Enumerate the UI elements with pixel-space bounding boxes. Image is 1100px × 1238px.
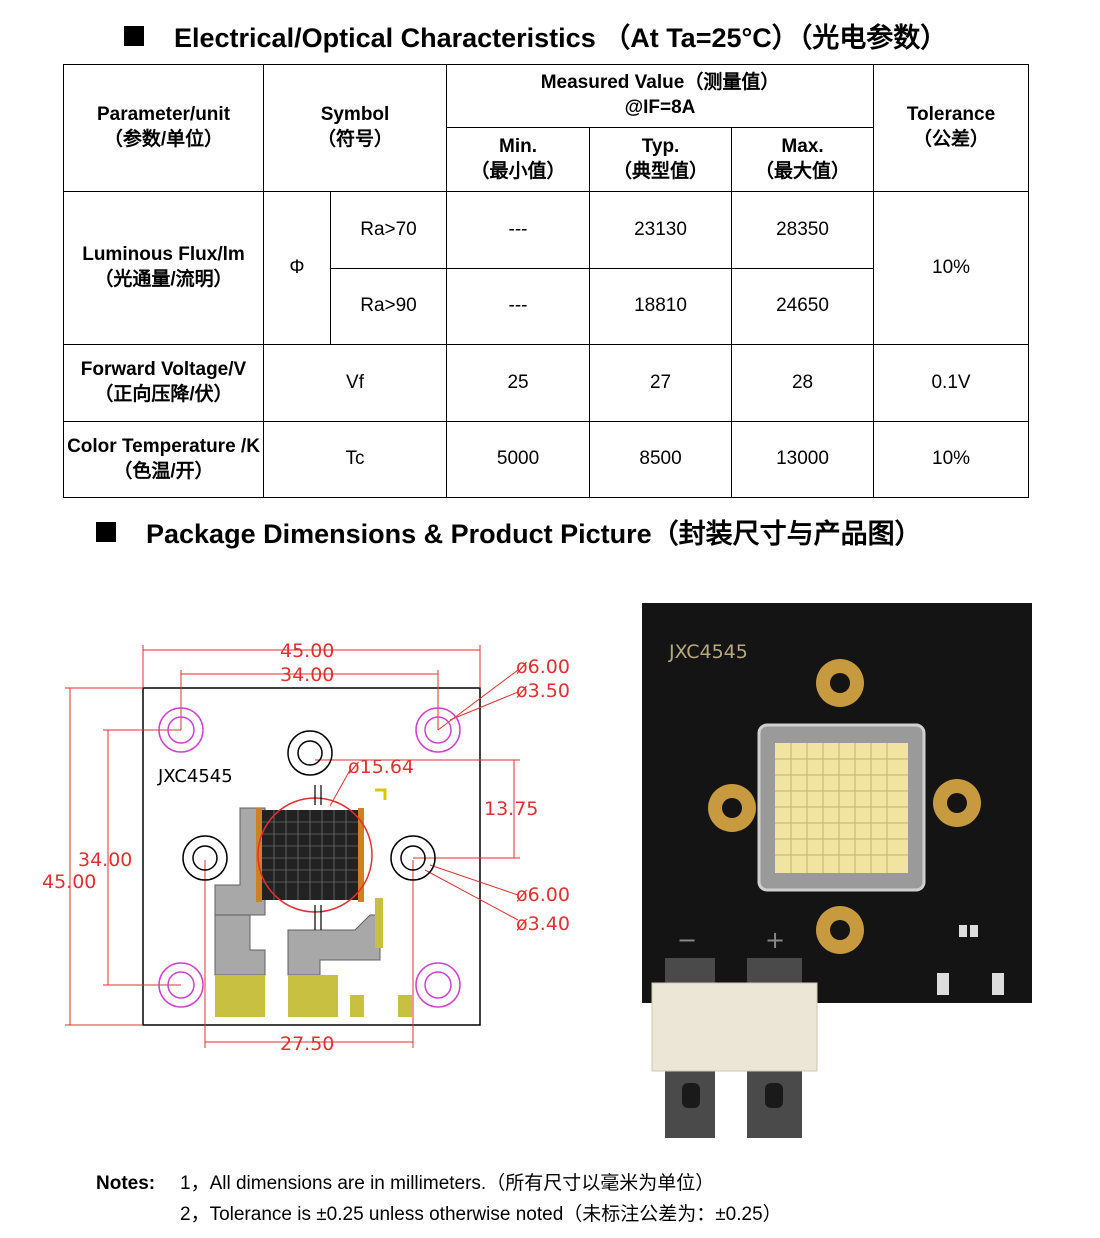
notes-label: Notes:	[96, 1173, 156, 1194]
temp-typ: 8500	[589, 421, 733, 498]
header-min: Min.（最小值）	[446, 127, 591, 192]
led-emitter	[775, 743, 908, 873]
header-measured-value: Measured Value（测量值）@IF=8A	[446, 64, 875, 128]
notes: Notes: 1，All dimensions are in millimeter…	[96, 1168, 782, 1230]
polarity-plus: +	[765, 926, 785, 954]
header-symbol: Symbol（符号）	[262, 64, 448, 192]
voltage-min: 25	[446, 344, 591, 422]
dim-height-outer: 45.00	[42, 871, 96, 893]
dim-offset: 13.75	[484, 798, 538, 820]
pad-ntc-2	[398, 995, 412, 1017]
voltage-typ: 27	[589, 344, 733, 422]
flux-ra70-typ: 23130	[589, 191, 733, 269]
mounting-holes	[158, 707, 461, 1008]
row-forward-voltage-label: Forward Voltage/V（正向压降/伏）	[63, 344, 264, 422]
temp-tolerance: 10%	[873, 421, 1030, 498]
polarity-minus: −	[677, 926, 697, 954]
flux-cond-ra90: Ra>90	[329, 268, 448, 345]
photo-model-label: JXC4545	[668, 641, 748, 663]
dim-width-holes: 34.00	[280, 664, 334, 686]
bond-wire-right	[358, 808, 364, 902]
pad-positive	[288, 975, 338, 1017]
section-heading-package: Package Dimensions & Product Picture（封装尺…	[96, 512, 922, 551]
pad-ntc-1	[350, 995, 364, 1017]
voltage-symbol: Vf	[262, 344, 448, 422]
header-typ: Typ.（典型值）	[589, 127, 733, 192]
bullet-square-icon	[96, 522, 116, 542]
chip-grid	[262, 810, 358, 900]
row-color-temperature-label: Color Temperature /K（色温/开）	[63, 421, 264, 498]
note-2: 2，Tolerance is ±0.25 unless otherwise no…	[180, 1204, 782, 1225]
dim-hole-side-inner: ø3.40	[516, 913, 570, 935]
flux-tolerance: 10%	[873, 191, 1030, 345]
flux-ra90-min: ---	[446, 268, 591, 345]
dim-lens-diameter: ø15.64	[348, 756, 414, 778]
flux-ra70-max: 28350	[731, 191, 875, 269]
connector-housing	[651, 982, 818, 1072]
dim-width-outer: 45.00	[280, 640, 334, 662]
temp-max: 13000	[731, 421, 875, 498]
header-max: Max.（最大值）	[731, 127, 875, 192]
bond-wire-left	[256, 808, 262, 902]
pad-negative	[215, 975, 265, 1017]
note-1: 1，All dimensions are in millimeters.（所有尺…	[180, 1173, 715, 1194]
header-parameter: Parameter/unit（参数/单位）	[63, 64, 264, 192]
dim-hole-top-inner: ø3.50	[516, 680, 570, 702]
flux-ra90-max: 24650	[731, 268, 875, 345]
package-dimension-drawing: JXC4545 45.00 34.00 45.00 34.00 27.50 13…	[42, 640, 570, 1055]
flux-symbol: Φ	[263, 191, 331, 345]
dim-height-holes: 34.00	[78, 849, 132, 871]
flux-cond-ra70: Ra>70	[329, 191, 448, 269]
drawing-model-label: JXC4545	[157, 766, 233, 787]
row-luminous-flux-label: Luminous Flux/lm（光通量/流明）	[63, 191, 264, 345]
voltage-tolerance: 0.1V	[873, 344, 1030, 422]
dim-bottom: 27.50	[280, 1033, 334, 1055]
bullet-square-icon	[124, 26, 144, 46]
dim-hole-side-outer: ø6.00	[516, 884, 570, 906]
product-photo: JXC4545 − +	[642, 603, 1032, 1138]
characteristics-table: Parameter/unit（参数/单位） Symbol（符号） Measure…	[63, 64, 1030, 498]
header-tolerance: Tolerance（公差）	[873, 64, 1030, 192]
temp-min: 5000	[446, 421, 591, 498]
flux-ra70-min: ---	[446, 191, 591, 269]
voltage-max: 28	[731, 344, 875, 422]
flux-ra90-typ: 18810	[589, 268, 733, 345]
section-heading-electrical: Electrical/Optical Characteristics （At T…	[124, 16, 947, 55]
thermistor-trace	[375, 898, 383, 948]
dim-hole-top-outer: ø6.00	[516, 656, 570, 678]
gold-mounting-holes	[708, 659, 981, 954]
lens-holes	[182, 730, 436, 881]
temp-symbol: Tc	[262, 421, 448, 498]
copper-traces	[214, 807, 381, 976]
